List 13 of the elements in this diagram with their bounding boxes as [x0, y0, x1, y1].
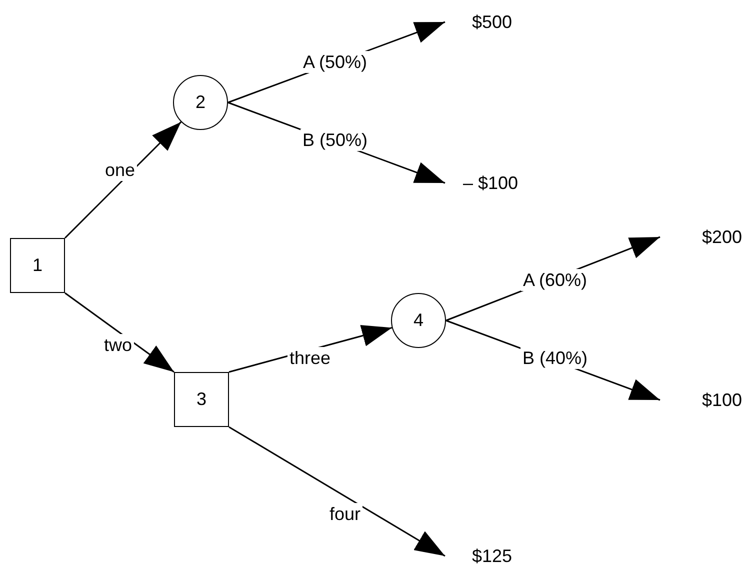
chance-circle: 2: [173, 75, 228, 130]
arrow: [64, 292, 174, 373]
arrow: [228, 426, 446, 557]
payoff-value: $200: [660, 225, 742, 249]
decision-box: 3: [174, 372, 229, 427]
arrow: [64, 121, 182, 239]
payoff-value: $125: [445, 544, 512, 568]
payoff-value: $500: [445, 10, 512, 34]
payoff-value: – $100: [445, 171, 518, 195]
edge-label: A (50%): [300, 51, 370, 73]
decision-box: 1: [10, 238, 65, 293]
payoff-value: $100: [660, 388, 742, 412]
chance-circle: 4: [391, 293, 446, 348]
